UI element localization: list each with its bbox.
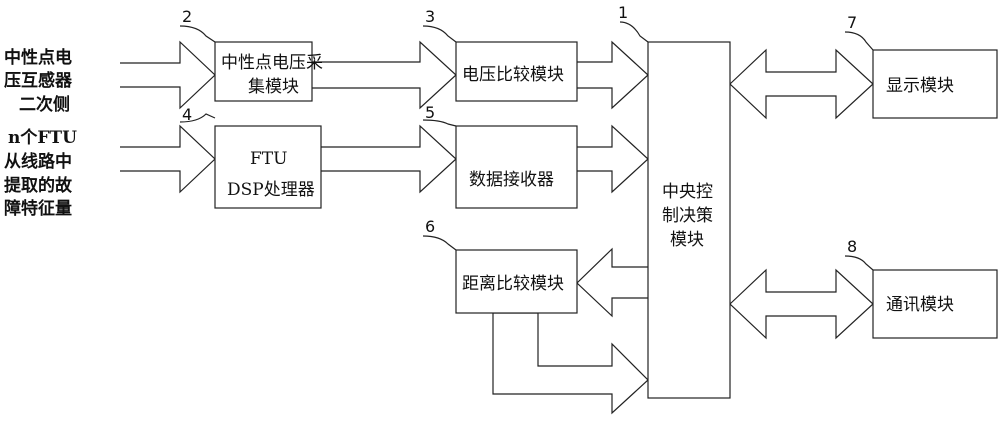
box-voltage-compare-label: 电压比较模块 xyxy=(462,65,564,85)
arrow-input-to-ftu xyxy=(120,124,216,194)
input-bottom-line-2: 从线路中 xyxy=(4,151,72,172)
arrow-dcompare-feedback xyxy=(492,312,649,415)
box-central-control-line-1: 中央控 xyxy=(662,182,713,202)
input-bottom-line-3: 提取的故 xyxy=(4,175,73,196)
box-ftu-dsp-line-1: FTU xyxy=(250,149,287,169)
leader-1 xyxy=(619,21,649,43)
box-voltage-compare xyxy=(455,41,578,102)
box-communication xyxy=(872,269,998,339)
arrow-acq-to-vcompare xyxy=(312,40,457,110)
input-bottom-line-4: 障特征量 xyxy=(4,198,72,219)
arrow-input-to-acq xyxy=(120,40,216,110)
box-neutral-voltage-acq xyxy=(214,41,313,102)
input-label-neutral-pt: 中性点电 压互感器 二次侧 xyxy=(4,47,73,115)
input-label-ftu-features: n个FTU 从线路中 提取的故 障特征量 xyxy=(4,127,77,219)
arrow-ftu-to-receiver xyxy=(321,124,457,194)
arrow-central-display xyxy=(729,48,874,120)
box-neutral-voltage-acq-line-1: 中性点电压采 xyxy=(221,53,323,73)
arrow-vcompare-to-central xyxy=(577,40,649,110)
arrow-central-to-dcompare xyxy=(576,247,648,318)
input-top-line-3: 二次侧 xyxy=(19,94,70,115)
leader-8 xyxy=(844,255,874,271)
ref-number-6: 6 xyxy=(425,217,435,236)
ref-number-7: 7 xyxy=(847,13,857,32)
box-central-control-line-2: 制决策 xyxy=(662,206,713,226)
arrow-receiver-to-central xyxy=(577,124,649,194)
leader-6 xyxy=(422,235,457,251)
box-central-control xyxy=(647,41,731,399)
ref-number-8: 8 xyxy=(847,237,857,256)
box-data-receiver-label: 数据接收器 xyxy=(469,170,554,190)
arrow-central-comm xyxy=(729,268,874,340)
leader-3 xyxy=(422,25,457,43)
box-display-label: 显示模块 xyxy=(886,76,954,96)
box-data-receiver xyxy=(455,125,578,209)
leader-2 xyxy=(179,25,216,43)
leader-5 xyxy=(422,119,457,127)
box-display xyxy=(872,49,998,119)
ref-number-5: 5 xyxy=(425,103,435,122)
box-distance-compare-label: 距离比较模块 xyxy=(462,274,564,294)
box-communication-label: 通讯模块 xyxy=(886,295,954,315)
input-bottom-line-1: n个FTU xyxy=(8,127,77,148)
input-top-line-1: 中性点电 xyxy=(4,47,72,68)
box-central-control-line-3: 模块 xyxy=(670,230,704,250)
box-neutral-voltage-acq-line-2: 集模块 xyxy=(248,77,299,97)
ref-number-1: 1 xyxy=(618,3,628,22)
box-ftu-dsp-line-2: DSP处理器 xyxy=(227,180,315,200)
input-top-line-2: 压互感器 xyxy=(4,70,73,91)
box-ftu-dsp xyxy=(214,125,322,209)
ref-number-4: 4 xyxy=(182,105,192,124)
leader-7 xyxy=(844,31,874,51)
ref-number-3: 3 xyxy=(425,7,435,26)
box-distance-compare xyxy=(455,249,578,314)
leader-4 xyxy=(179,113,216,123)
ref-number-2: 2 xyxy=(182,7,192,26)
